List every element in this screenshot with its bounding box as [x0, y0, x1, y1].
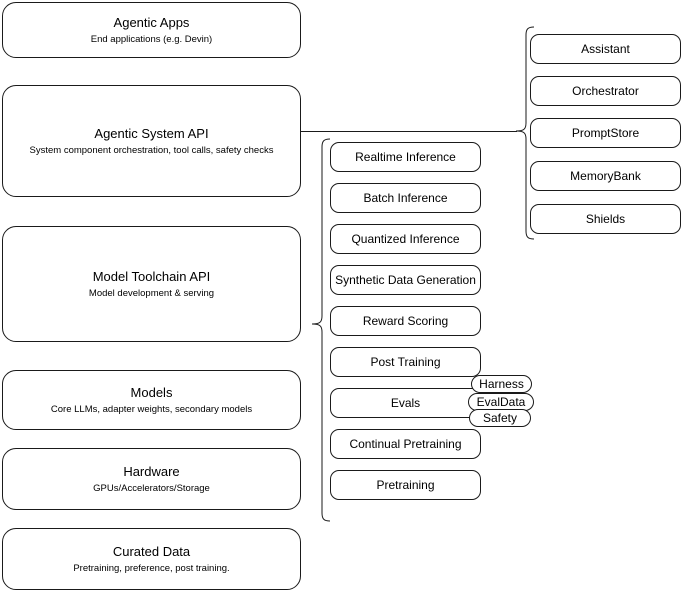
- layer-title: Curated Data: [112, 543, 191, 559]
- badge-label: EvalData: [476, 395, 526, 409]
- layer-subtitle: Core LLMs, adapter weights, secondary mo…: [50, 403, 253, 415]
- item-label: Batch Inference: [363, 190, 448, 205]
- badge-label: Harness: [479, 377, 524, 391]
- layer-box-model-toolchain-api[interactable]: Model Toolchain API Model development & …: [2, 226, 301, 342]
- item-label: Assistant: [581, 41, 630, 56]
- layer-box-agentic-system-api[interactable]: Agentic System API System component orch…: [2, 85, 301, 197]
- toolchain-item-post-training[interactable]: Post Training: [330, 347, 481, 377]
- toolchain-item-synthetic-data-generation[interactable]: Synthetic Data Generation: [330, 265, 481, 295]
- eval-badge-harness[interactable]: Harness: [471, 375, 532, 393]
- eval-badge-safety[interactable]: Safety: [469, 409, 531, 427]
- item-label: Synthetic Data Generation: [335, 272, 476, 287]
- agentic-system-item-promptstore[interactable]: PromptStore: [530, 118, 681, 148]
- item-label: Continual Pretraining: [349, 436, 462, 451]
- layer-subtitle: GPUs/Accelerators/Storage: [93, 482, 210, 494]
- item-label: Pretraining: [376, 477, 435, 492]
- toolchain-item-reward-scoring[interactable]: Reward Scoring: [330, 306, 481, 336]
- layer-title: Model Toolchain API: [92, 268, 211, 284]
- item-label: Orchestrator: [572, 83, 639, 98]
- layer-subtitle: Model development & serving: [88, 287, 215, 299]
- item-label: Evals: [390, 395, 421, 410]
- agentic-system-item-shields[interactable]: Shields: [530, 204, 681, 234]
- layer-title: Agentic Apps: [113, 14, 190, 30]
- toolchain-item-pretraining[interactable]: Pretraining: [330, 470, 481, 500]
- agentic-system-item-memorybank[interactable]: MemoryBank: [530, 161, 681, 191]
- toolchain-item-evals[interactable]: Evals: [330, 388, 481, 418]
- layer-title: Models: [130, 384, 173, 400]
- item-label: Quantized Inference: [351, 231, 460, 246]
- layer-box-models[interactable]: Models Core LLMs, adapter weights, secon…: [2, 370, 301, 430]
- layer-subtitle: End applications (e.g. Devin): [90, 33, 213, 45]
- layer-box-hardware[interactable]: Hardware GPUs/Accelerators/Storage: [2, 448, 301, 510]
- toolchain-item-realtime-inference[interactable]: Realtime Inference: [330, 142, 481, 172]
- item-label: Realtime Inference: [355, 149, 456, 164]
- layer-subtitle: System component orchestration, tool cal…: [29, 144, 274, 156]
- layer-box-curated-data[interactable]: Curated Data Pretraining, preference, po…: [2, 528, 301, 590]
- layer-subtitle: Pretraining, preference, post training.: [73, 562, 230, 574]
- badge-label: Safety: [482, 411, 518, 425]
- toolchain-item-continual-pretraining[interactable]: Continual Pretraining: [330, 429, 481, 459]
- layer-title: Hardware: [123, 463, 180, 479]
- agentic-system-item-orchestrator[interactable]: Orchestrator: [530, 76, 681, 106]
- item-label: PromptStore: [571, 125, 640, 140]
- item-label: Reward Scoring: [362, 313, 449, 328]
- toolchain-item-quantized-inference[interactable]: Quantized Inference: [330, 224, 481, 254]
- toolchain-item-batch-inference[interactable]: Batch Inference: [330, 183, 481, 213]
- layer-title: Agentic System API: [94, 125, 209, 141]
- layer-box-agentic-apps[interactable]: Agentic Apps End applications (e.g. Devi…: [2, 2, 301, 58]
- connector-line-agentic-system: [301, 131, 517, 132]
- brace-toolchain: [311, 138, 331, 522]
- brace-agentic-system: [515, 26, 535, 240]
- agentic-system-item-assistant[interactable]: Assistant: [530, 34, 681, 64]
- item-label: Post Training: [370, 354, 441, 369]
- item-label: Shields: [585, 211, 626, 226]
- item-label: MemoryBank: [570, 168, 641, 183]
